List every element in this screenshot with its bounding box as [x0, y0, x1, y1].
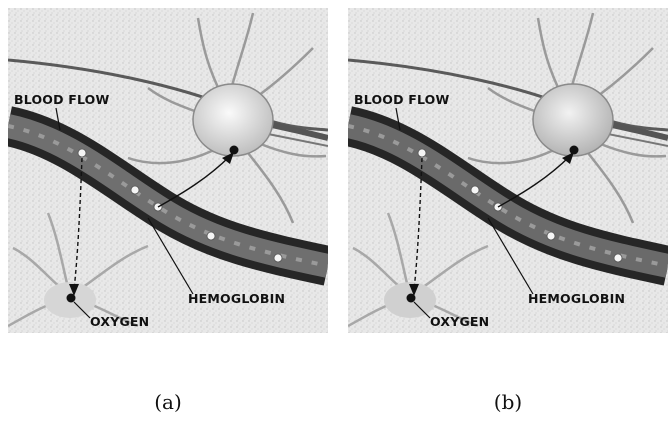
hemoglobin-dot [78, 149, 86, 157]
hemoglobin-dot [131, 186, 139, 194]
oxygen-dot [407, 294, 416, 303]
diagram-panel-a: BLOOD FLOW HEMOGLOBIN OXYGEN [8, 8, 328, 333]
diagram-panel-b: BLOOD FLOW HEMOGLOBIN OXYGEN [348, 8, 668, 333]
hemoglobin-dot [471, 186, 479, 194]
label-hemoglobin: HEMOGLOBIN [528, 291, 625, 306]
panel-caption: (a) [138, 390, 198, 414]
oxygen-dot [230, 146, 239, 155]
label-hemoglobin: HEMOGLOBIN [188, 291, 285, 306]
label-oxygen: OXYGEN [430, 314, 489, 329]
neurovascular-illustration-b: BLOOD FLOW HEMOGLOBIN OXYGEN [348, 8, 668, 333]
hemoglobin-dot [418, 149, 426, 157]
label-oxygen: OXYGEN [90, 314, 149, 329]
label-blood-flow: BLOOD FLOW [14, 92, 110, 107]
panel-caption: (b) [478, 390, 538, 414]
neurovascular-illustration-a: BLOOD FLOW HEMOGLOBIN OXYGEN [8, 8, 328, 333]
neuron-cell-body [193, 84, 273, 156]
hemoglobin-dot [614, 254, 622, 262]
hemoglobin-dot [547, 232, 555, 240]
hemoglobin-dot [207, 232, 215, 240]
neuron-cell-body [533, 84, 613, 156]
oxygen-dot [570, 146, 579, 155]
oxygen-dot [67, 294, 76, 303]
label-blood-flow: BLOOD FLOW [354, 92, 450, 107]
hemoglobin-dot [274, 254, 282, 262]
